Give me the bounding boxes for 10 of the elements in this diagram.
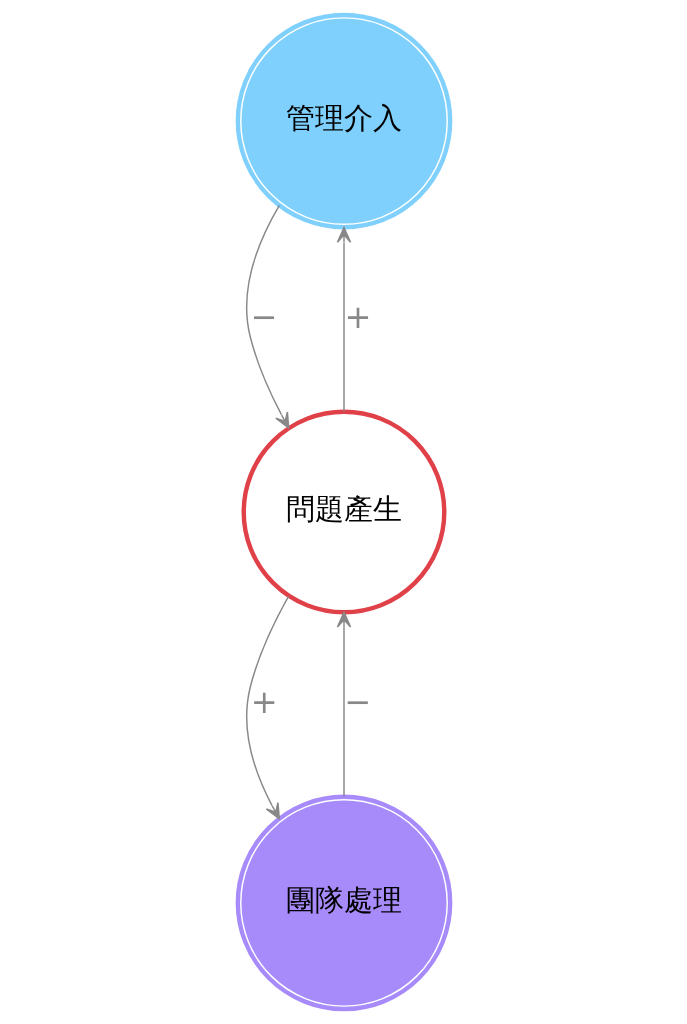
node-circle: 管理介入 bbox=[235, 12, 452, 230]
arrow bbox=[245, 204, 289, 429]
arrow bbox=[336, 611, 351, 798]
edge-label: + bbox=[343, 297, 371, 336]
edge-label: − bbox=[250, 297, 278, 336]
node-circle: 團隊處理 bbox=[235, 794, 452, 1012]
arrow bbox=[245, 595, 289, 820]
edge-label: + bbox=[250, 682, 278, 721]
edge-label: − bbox=[343, 682, 371, 721]
arrow bbox=[336, 226, 351, 413]
